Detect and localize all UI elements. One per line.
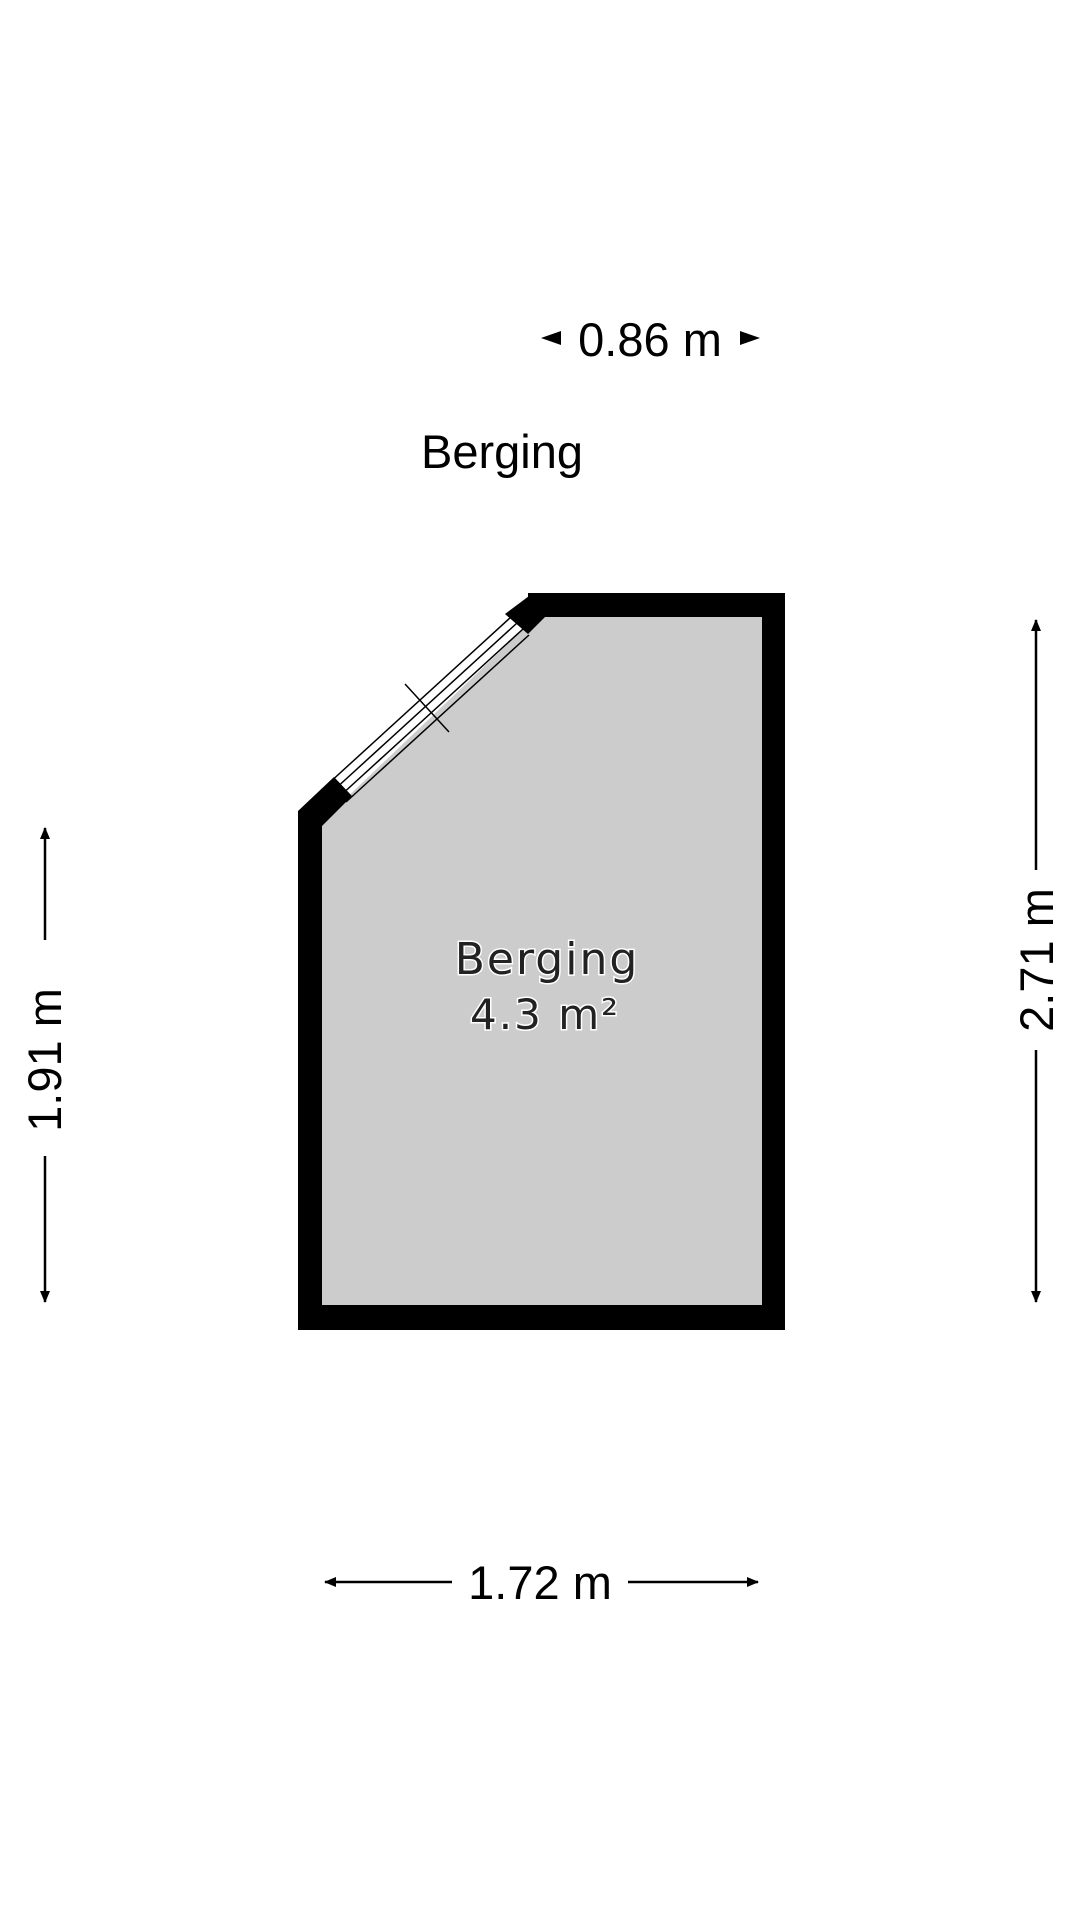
top-dimension-label: 0.86 m xyxy=(578,313,722,366)
wall-top xyxy=(528,593,785,617)
window xyxy=(327,616,530,803)
wall-bottom xyxy=(298,1305,785,1330)
room-floor xyxy=(321,617,762,1305)
room-area-label: 4.3 m² xyxy=(470,990,620,1039)
bottom-dimension: 1.72 m xyxy=(324,1556,759,1609)
room-name-label: Berging xyxy=(455,934,640,985)
wall-right xyxy=(762,593,785,1330)
left-dimension: 1.91 m xyxy=(18,827,71,1303)
wall-corner-bottom xyxy=(298,777,352,826)
right-dimension-label: 2.71 m xyxy=(1010,888,1063,1032)
left-dimension-label: 1.91 m xyxy=(18,988,71,1132)
right-dimension: 2.71 m xyxy=(1010,619,1063,1303)
wall-left xyxy=(298,811,322,1330)
top-dimension-right-arrow xyxy=(740,331,760,345)
top-dimension-left-arrow xyxy=(541,331,561,345)
room-walls xyxy=(298,593,785,1330)
bottom-dimension-label: 1.72 m xyxy=(468,1556,612,1609)
top-dimension: 0.86 m xyxy=(541,313,760,366)
window-opening-mark xyxy=(404,683,450,733)
header-title: Berging xyxy=(421,425,583,478)
wall-corner-top xyxy=(505,593,545,634)
